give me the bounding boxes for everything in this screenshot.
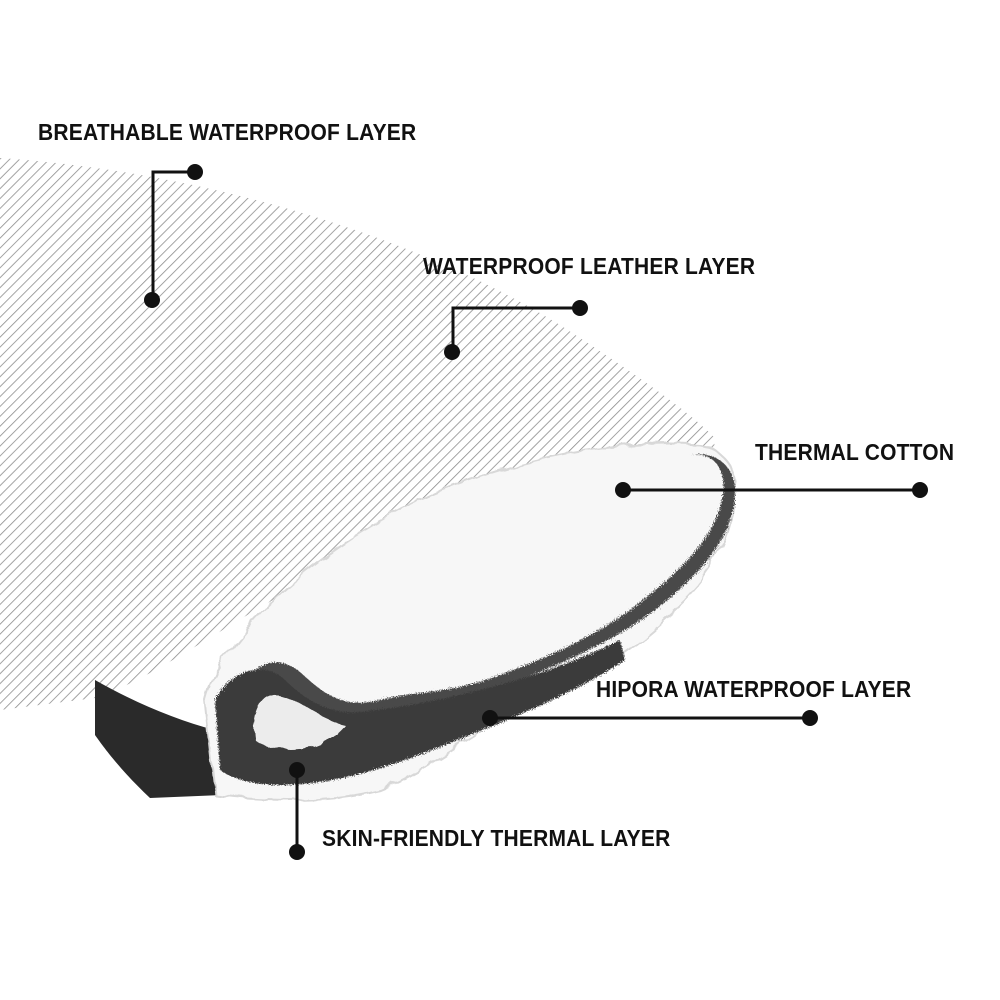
leader-hipora-waterproof-layer: [482, 710, 818, 726]
skin-friendly-layer: [215, 640, 625, 785]
leader-breathable-waterproof-layer: [144, 164, 203, 308]
breathable-layer-hatching: [0, 158, 715, 710]
leader-skin-friendly-thermal-layer: [289, 762, 305, 860]
leader-thermal-cotton: [615, 482, 928, 498]
leather-layer-strip: [95, 680, 222, 798]
label-hipora-waterproof-layer: HIPORA WATERPROOF LAYER: [596, 677, 912, 703]
label-thermal-cotton: THERMAL COTTON: [755, 440, 955, 466]
label-breathable-waterproof-layer: BREATHABLE WATERPROOF LAYER: [38, 120, 417, 146]
thermal-cotton-fluff: [253, 694, 345, 750]
label-skin-friendly-thermal-layer: SKIN-FRIENDLY THERMAL LAYER: [322, 826, 671, 852]
leader-waterproof-leather-layer: [444, 300, 588, 360]
label-waterproof-leather-layer: WATERPROOF LEATHER LAYER: [423, 254, 756, 280]
